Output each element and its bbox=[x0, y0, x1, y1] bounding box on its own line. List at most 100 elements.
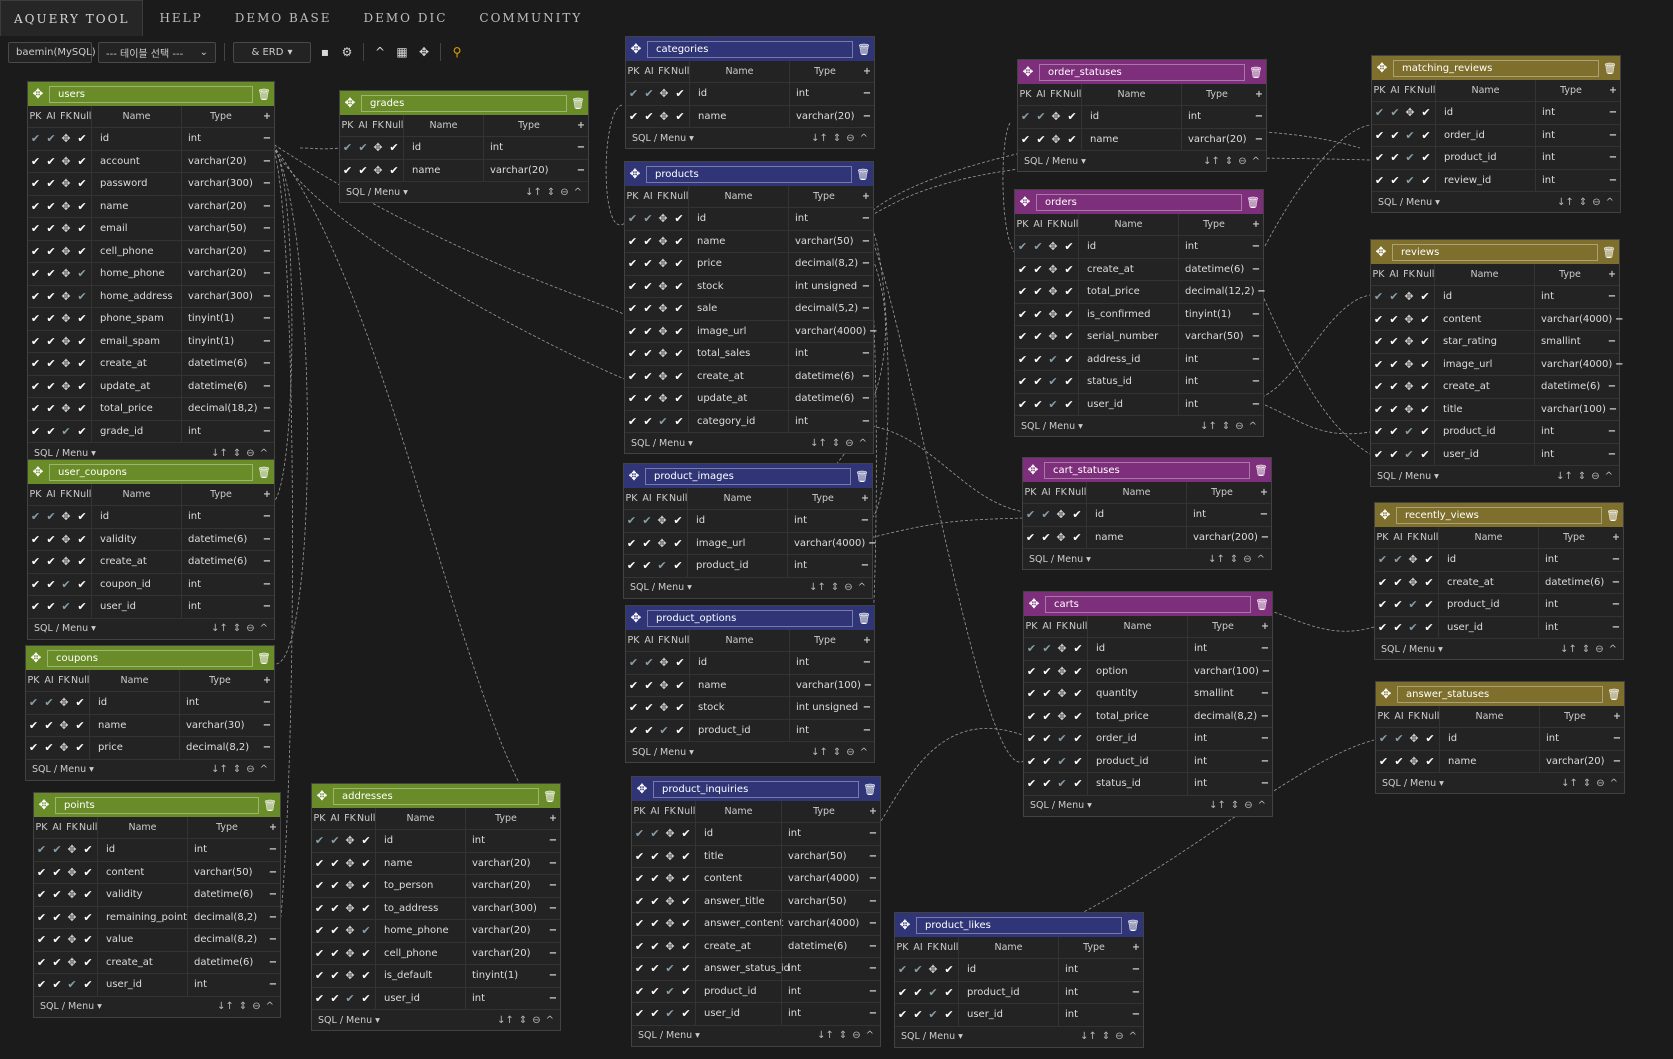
pk-checkbox[interactable]: ✔ bbox=[634, 984, 645, 998]
ai-checkbox[interactable]: ✔ bbox=[46, 357, 56, 371]
pk-checkbox[interactable]: ✔ bbox=[1373, 357, 1384, 371]
ai-checkbox[interactable]: ✔ bbox=[643, 212, 653, 226]
reorder-icon[interactable]: ⇕ bbox=[1221, 420, 1231, 432]
column-type-input[interactable]: varchar(20) bbox=[465, 875, 546, 897]
null-checkbox[interactable]: ✔ bbox=[681, 962, 691, 976]
pk-checkbox[interactable]: ✔ bbox=[28, 718, 39, 732]
move-handle-icon[interactable]: ✥ bbox=[1376, 60, 1388, 76]
sql-menu-dropdown[interactable]: SQL / Menu ▾ bbox=[632, 747, 806, 758]
add-column-icon[interactable]: + bbox=[863, 66, 871, 77]
null-checkbox[interactable]: ✔ bbox=[1064, 397, 1074, 411]
remove-column-icon[interactable]: − bbox=[262, 601, 272, 613]
column-type-input[interactable]: varchar(300) bbox=[181, 173, 260, 195]
ai-checkbox[interactable]: ✔ bbox=[642, 514, 652, 528]
null-checkbox[interactable]: ✔ bbox=[75, 696, 85, 710]
fk-link-icon[interactable]: ✥ bbox=[1048, 307, 1058, 321]
remove-column-icon[interactable]: − bbox=[548, 992, 558, 1004]
collapse-icon[interactable]: ^ bbox=[259, 447, 268, 459]
fk-checkbox[interactable]: ✔ bbox=[1404, 425, 1414, 439]
fk-link-icon[interactable]: ✥ bbox=[1404, 357, 1414, 371]
fk-link-icon[interactable]: ✥ bbox=[61, 312, 71, 326]
column-name-input[interactable]: serial_number bbox=[1078, 326, 1178, 348]
remove-column-icon[interactable]: − bbox=[268, 934, 278, 946]
column-name-input[interactable]: create_at bbox=[1438, 571, 1538, 593]
pk-checkbox[interactable]: ✔ bbox=[634, 894, 645, 908]
column-name-input[interactable]: product_id bbox=[1434, 421, 1534, 443]
null-checkbox[interactable]: ✔ bbox=[1424, 575, 1434, 589]
ai-checkbox[interactable]: ✔ bbox=[330, 856, 340, 870]
column-type-input[interactable]: varchar(20) bbox=[465, 920, 546, 942]
collapse-icon[interactable]: ^ bbox=[865, 1030, 874, 1041]
sql-menu-dropdown[interactable]: SQL / Menu ▾ bbox=[1377, 471, 1551, 482]
fk-link-icon[interactable]: ✥ bbox=[61, 132, 71, 146]
move-handle-icon[interactable]: ✥ bbox=[629, 166, 641, 182]
column-type-input[interactable]: datetime(6) bbox=[1538, 571, 1609, 593]
column-name-input[interactable]: product_id bbox=[689, 719, 789, 741]
add-column-icon[interactable]: + bbox=[263, 675, 271, 686]
sql-menu-dropdown[interactable]: SQL / Menu ▾ bbox=[1030, 800, 1204, 811]
minus-circle-icon[interactable]: ⊖ bbox=[1243, 553, 1252, 565]
fk-link-icon[interactable]: ✥ bbox=[67, 865, 77, 879]
remove-column-icon[interactable]: − bbox=[268, 979, 278, 991]
null-checkbox[interactable]: ✔ bbox=[83, 910, 93, 924]
trash-icon[interactable]: 🗑 bbox=[257, 87, 271, 101]
ai-checkbox[interactable]: ✔ bbox=[642, 536, 652, 550]
null-checkbox[interactable]: ✔ bbox=[1064, 375, 1074, 389]
sql-menu-dropdown[interactable]: SQL / Menu ▾ bbox=[630, 582, 804, 593]
fk-link-icon[interactable]: ✥ bbox=[1408, 553, 1418, 567]
remove-column-icon[interactable]: − bbox=[548, 902, 558, 914]
fk-link-icon[interactable]: ✥ bbox=[1404, 402, 1414, 416]
null-checkbox[interactable]: ✔ bbox=[681, 849, 691, 863]
ai-checkbox[interactable]: ✔ bbox=[46, 334, 56, 348]
add-column-icon[interactable]: + bbox=[269, 822, 277, 833]
column-name-input[interactable]: answer_title bbox=[695, 890, 781, 912]
ai-checkbox[interactable]: ✔ bbox=[1042, 687, 1052, 701]
null-checkbox[interactable]: ✔ bbox=[674, 392, 684, 406]
remove-column-icon[interactable]: − bbox=[1611, 576, 1621, 588]
remove-column-icon[interactable]: − bbox=[548, 947, 558, 959]
pk-checkbox[interactable]: ✔ bbox=[30, 357, 41, 371]
remove-column-icon[interactable]: − bbox=[862, 724, 872, 736]
fk-link-icon[interactable]: ✥ bbox=[928, 963, 938, 977]
column-type-input[interactable]: int bbox=[1178, 393, 1249, 415]
fk-link-icon[interactable]: ✥ bbox=[658, 392, 668, 406]
pk-checkbox[interactable]: ✔ bbox=[628, 701, 639, 715]
trash-icon[interactable]: 🗑 bbox=[1606, 508, 1620, 522]
ai-checkbox[interactable]: ✔ bbox=[913, 985, 923, 999]
add-column-icon[interactable]: + bbox=[863, 635, 871, 646]
fk-link-icon[interactable]: ✥ bbox=[1404, 335, 1414, 349]
add-column-icon[interactable]: + bbox=[1608, 269, 1616, 280]
remove-column-icon[interactable]: − bbox=[1261, 665, 1271, 677]
fk-link-icon[interactable]: ✥ bbox=[658, 324, 668, 338]
pk-checkbox[interactable]: ✔ bbox=[1026, 709, 1037, 723]
ai-checkbox[interactable]: ✔ bbox=[643, 347, 653, 361]
ai-checkbox[interactable]: ✔ bbox=[52, 933, 62, 947]
remove-column-icon[interactable]: − bbox=[1608, 174, 1618, 186]
minus-circle-icon[interactable]: ⊖ bbox=[1596, 777, 1605, 789]
remove-column-icon[interactable]: − bbox=[868, 918, 878, 930]
column-name-input[interactable]: grade_id bbox=[91, 420, 181, 442]
column-name-input[interactable]: total_price bbox=[91, 398, 181, 420]
column-type-input[interactable]: int bbox=[781, 823, 866, 845]
reorder-icon[interactable]: ⇕ bbox=[830, 582, 840, 593]
pk-checkbox[interactable]: ✔ bbox=[342, 141, 353, 155]
fk-link-icon[interactable]: ✥ bbox=[665, 894, 675, 908]
pk-checkbox[interactable]: ✔ bbox=[628, 723, 639, 737]
fk-link-icon[interactable]: ✥ bbox=[61, 379, 71, 393]
column-type-input[interactable]: int bbox=[181, 596, 260, 618]
column-type-input[interactable]: varchar(200) bbox=[1186, 526, 1258, 548]
column-type-input[interactable]: int bbox=[187, 839, 266, 861]
fk-link-icon[interactable]: ✥ bbox=[1408, 575, 1418, 589]
pk-checkbox[interactable]: ✔ bbox=[30, 532, 41, 546]
pk-checkbox[interactable]: ✔ bbox=[634, 939, 645, 953]
column-type-input[interactable]: int bbox=[1538, 549, 1609, 571]
fk-link-icon[interactable]: ✥ bbox=[658, 369, 668, 383]
fk-link-icon[interactable]: ✥ bbox=[1051, 110, 1061, 124]
fk-checkbox[interactable]: ✔ bbox=[1405, 173, 1415, 187]
pk-checkbox[interactable]: ✔ bbox=[314, 969, 325, 983]
ai-checkbox[interactable]: ✔ bbox=[1033, 262, 1043, 276]
ai-checkbox[interactable]: ✔ bbox=[330, 834, 340, 848]
fk-link-icon[interactable]: ✥ bbox=[373, 141, 383, 155]
pk-checkbox[interactable]: ✔ bbox=[30, 199, 41, 213]
collapse-icon[interactable]: ^ bbox=[1128, 1031, 1137, 1042]
